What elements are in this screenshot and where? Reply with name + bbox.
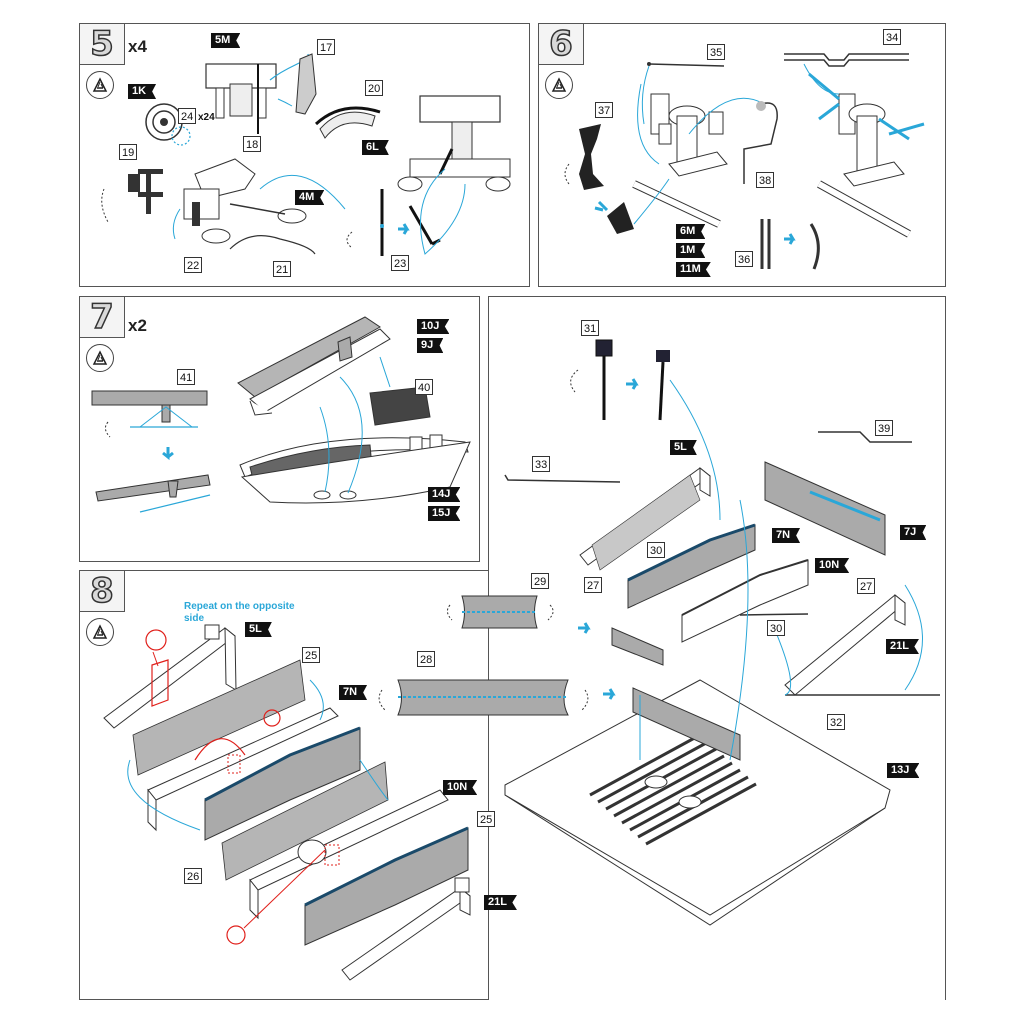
step-8-number: 8 [89,571,114,611]
quantity-x24: x24 [198,112,215,123]
part-tag-7N-right: 7N [772,528,801,543]
part-tag-1K: 1K [128,84,157,99]
step-5-multiplier: x4 [128,37,147,56]
step-6-number-box: 6 [539,24,584,65]
callout-23: 23 [391,255,410,271]
callout-30-left: 30 [647,542,666,558]
part-tag-5L-right: 5L [670,440,697,455]
callout-25-lower: 25 [477,811,496,827]
glue-icon [86,71,114,99]
part-tag-10N-left: 10N [443,780,478,795]
glue-icon [86,618,114,646]
part-tag-10J: 10J [417,319,450,334]
callout-35: 35 [707,44,726,60]
callout-25-upper: 25 [302,647,321,663]
callout-36: 36 [735,251,754,267]
callout-19: 19 [119,144,138,160]
callout-38: 38 [756,172,775,188]
part-tag-5L-left: 5L [245,622,272,637]
callout-39: 39 [875,420,894,436]
step-7-number-box: 7 [80,297,125,338]
part-tag-1M: 1M [676,243,706,258]
part-tag-7J: 7J [900,525,927,540]
step-7-number: 7 [89,297,114,337]
step-5-panel: 5 x4 [79,23,530,287]
step-7-panel: 7 x2 10J 9J 14J 15J 40 41 [79,296,480,562]
callout-37: 37 [595,102,614,118]
callout-21: 21 [273,261,292,277]
callout-26: 26 [184,868,203,884]
step-5-number: 5 [89,24,114,64]
part-tag-4M: 4M [295,190,325,205]
part-tag-6L: 6L [362,140,389,155]
callout-27-right: 27 [857,578,876,594]
step-6-illustration [564,53,925,270]
callout-33: 33 [532,456,551,472]
step-5-illustration [101,53,511,256]
step-7-illustration [91,316,471,513]
part-tag-15J: 15J [428,506,461,521]
part-tag-5M: 5M [211,33,241,48]
callout-31: 31 [581,320,600,336]
step-6-panel: 6 [538,23,946,287]
part-tag-9J: 9J [417,338,444,353]
callout-30-right: 30 [767,620,786,636]
part-tag-14J: 14J [428,487,461,502]
callout-41: 41 [177,369,196,385]
part-tag-13J: 13J [887,763,920,778]
step-7-multiplier: x2 [128,316,147,335]
glue-icon [545,71,573,99]
part-tag-10N-right: 10N [815,558,850,573]
glue-icon [86,344,114,372]
callout-17: 17 [317,39,336,55]
callout-27-left: 27 [584,577,603,593]
step-5-number-box: 5 [80,24,125,65]
part-tag-7N-left: 7N [339,685,368,700]
repeat-note: Repeat on the opposite side [184,601,295,624]
callout-24: 24 [178,108,197,124]
callout-32: 32 [827,714,846,730]
callout-22: 22 [184,257,203,273]
callout-20: 20 [365,80,384,96]
callout-34: 34 [883,29,902,45]
assembly-panel [488,296,946,1000]
callout-28: 28 [417,651,436,667]
callout-18: 18 [243,136,262,152]
part-tag-11M: 11M [676,262,711,277]
step-6-number: 6 [548,24,573,64]
part-tag-21L-left: 21L [484,895,517,910]
step-8-number-box: 8 [80,571,125,612]
part-tag-21L-right: 21L [886,639,919,654]
callout-29: 29 [531,573,550,589]
callout-40: 40 [415,379,434,395]
part-tag-6M: 6M [676,224,706,239]
